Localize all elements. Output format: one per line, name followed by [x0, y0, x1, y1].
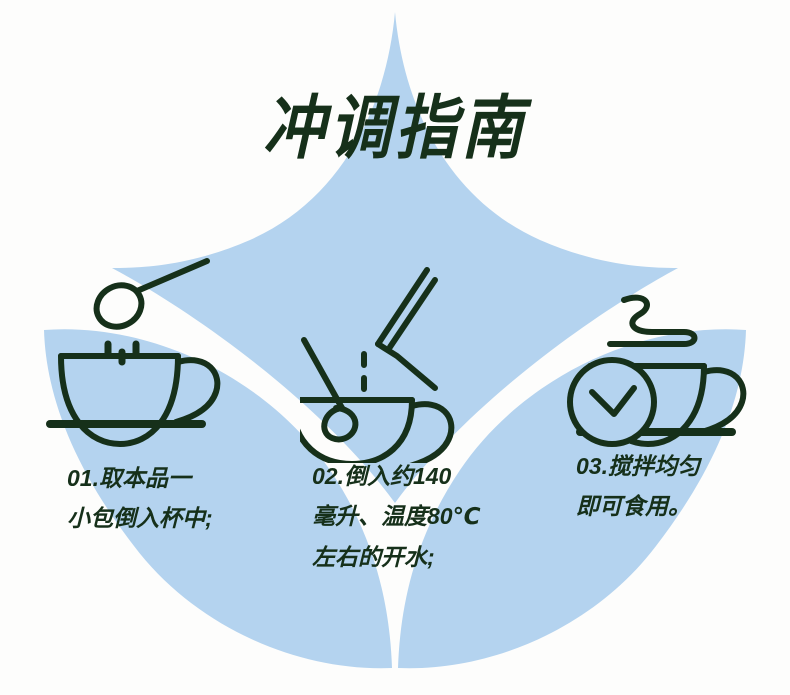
kettle-body — [375, 341, 438, 391]
cup-with-steam-and-timer-icon — [567, 294, 747, 447]
page-title: 冲调指南 — [262, 90, 527, 168]
cup-bowl — [300, 397, 415, 463]
spoon-handle — [134, 258, 210, 294]
step-2-text: 02.倒入约140 毫升、温度80℃ 左右的开水; — [312, 463, 481, 570]
spoon-bowl — [93, 282, 145, 330]
center-petal-shape — [112, 12, 678, 503]
cup-handle — [699, 367, 747, 435]
timer-circle — [567, 357, 657, 447]
cup-handle — [409, 401, 455, 463]
kettle-spout-outer — [375, 267, 430, 347]
right-petal-shape — [398, 329, 746, 669]
cup-bowl — [58, 353, 181, 447]
step-2: 02.倒入约140 毫升、温度80℃ 左右的开水; — [300, 248, 550, 608]
steam-squiggle — [607, 294, 698, 347]
step-3-text: 03.搅拌均匀 即可食用。 — [576, 453, 700, 520]
step-3: 03.搅拌均匀 即可食用。 — [552, 288, 790, 588]
cup-handle — [173, 357, 221, 425]
stir-stick — [301, 337, 345, 411]
page-title-wrap: 冲调指南 — [0, 94, 790, 163]
step-1: 01.取本品一 小包倒入杯中; — [42, 258, 282, 588]
timer-hands — [589, 385, 637, 417]
kettle-spout-inner — [387, 277, 438, 350]
step-1-text: 01.取本品一 小包倒入杯中; — [67, 465, 213, 532]
spoon-loop — [321, 405, 359, 443]
cup-with-kettle-pouring-water-icon — [300, 267, 455, 463]
cup-with-spoon-pouring-powder-icon — [46, 258, 221, 447]
left-petal-shape — [44, 329, 392, 669]
